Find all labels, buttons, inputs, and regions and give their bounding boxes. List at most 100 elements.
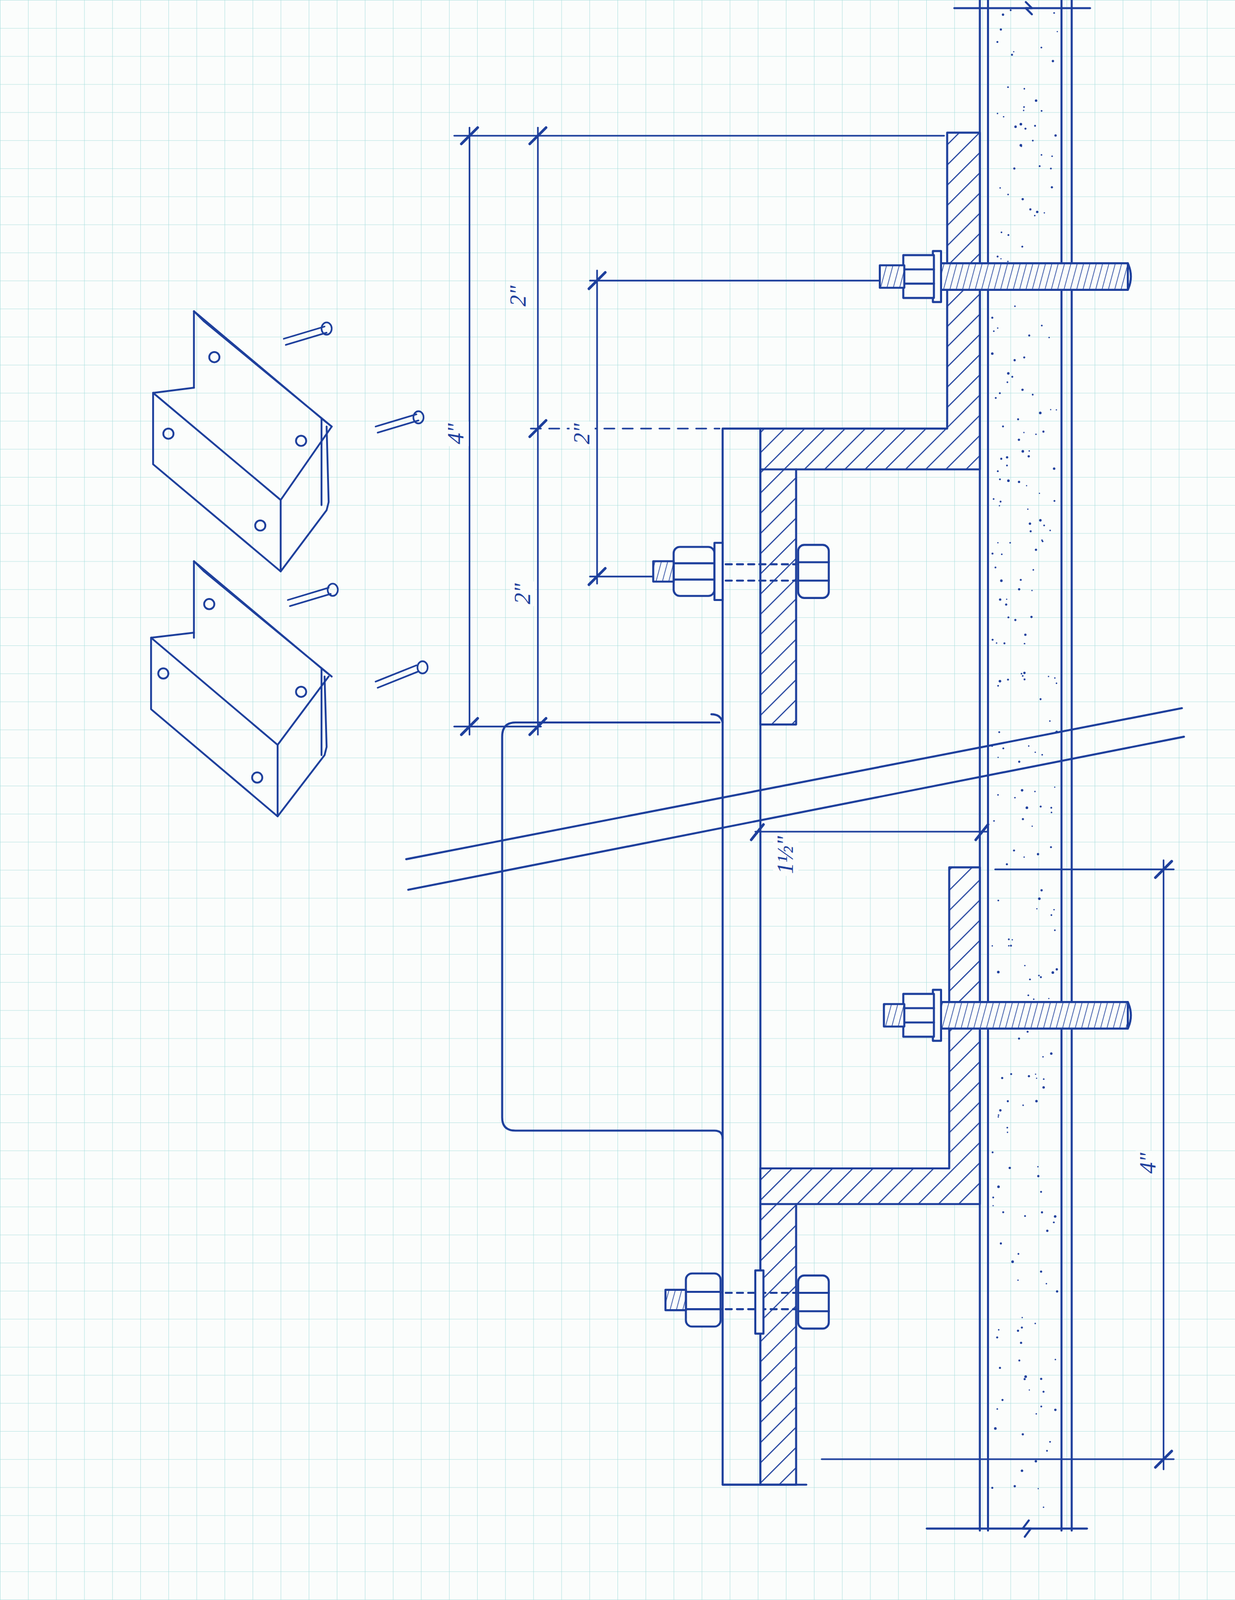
- concrete-stipple: [1024, 965, 1026, 967]
- concrete-stipple: [1046, 1450, 1049, 1453]
- concrete-stipple: [1056, 31, 1059, 33]
- concrete-stipple: [1021, 245, 1024, 248]
- concrete-stipple: [1055, 682, 1058, 685]
- concrete-stipple: [990, 352, 994, 355]
- concrete-stipple: [1008, 945, 1010, 947]
- concrete-stipple: [1017, 481, 1021, 484]
- concrete-stipple: [1050, 409, 1052, 411]
- concrete-stipple: [996, 1336, 999, 1339]
- concrete-stipple: [1002, 747, 1005, 750]
- concrete-stipple: [1013, 167, 1016, 170]
- z-bracket: [760, 132, 980, 725]
- concrete-stipple: [1053, 499, 1056, 502]
- concrete-stipple: [991, 1152, 994, 1154]
- concrete-stipple: [997, 757, 999, 759]
- concrete-stipple: [1055, 968, 1059, 972]
- concrete-stipple: [1024, 1375, 1028, 1379]
- concrete-stipple: [1034, 548, 1038, 552]
- concrete-stipple: [1055, 409, 1058, 412]
- concrete-stipple: [1053, 909, 1055, 911]
- concrete-stipple: [1018, 1359, 1021, 1362]
- concrete-stipple: [1011, 1260, 1014, 1264]
- concrete-stipple: [996, 255, 999, 258]
- concrete-stipple: [1007, 616, 1010, 619]
- concrete-stipple: [1032, 998, 1035, 1001]
- concrete-stipple: [994, 397, 997, 400]
- concrete-stipple: [1049, 846, 1052, 849]
- concrete-stipple: [1042, 1391, 1045, 1394]
- concrete-stipple: [1027, 994, 1030, 997]
- concrete-stipple: [1038, 411, 1042, 415]
- concrete-stipple: [1050, 914, 1053, 917]
- concrete-stipple: [1036, 853, 1040, 856]
- concrete-stipple: [1051, 971, 1055, 975]
- concrete-stipple: [991, 552, 994, 555]
- concrete-stipple: [1013, 359, 1017, 362]
- concrete-stipple: [1014, 125, 1017, 128]
- concrete-stipple: [1042, 1056, 1044, 1059]
- concrete-stipple: [1037, 975, 1040, 977]
- concrete-stipple: [1037, 897, 1041, 901]
- concrete-stipple: [1014, 305, 1016, 307]
- concrete-stipple: [1043, 524, 1046, 527]
- concrete-stipple: [1040, 1211, 1043, 1214]
- concrete-stipple: [996, 112, 999, 115]
- concrete-stipple: [1021, 198, 1025, 201]
- concrete-stipple: [1029, 978, 1031, 981]
- concrete-stipple: [996, 971, 1000, 974]
- concrete-stipple: [1056, 1290, 1059, 1294]
- concrete-stipple: [1009, 541, 1011, 544]
- concrete-stipple: [1046, 1230, 1049, 1233]
- concrete-stipple: [1038, 519, 1042, 522]
- concrete-stipple: [1006, 1127, 1008, 1129]
- concrete-stipple: [997, 1329, 1000, 1331]
- concrete-stipple: [998, 1367, 1001, 1370]
- concrete-stipple: [1001, 1399, 1004, 1402]
- concrete-stipple: [1001, 425, 1004, 428]
- concrete-stipple: [1023, 106, 1026, 109]
- concrete-stipple: [1023, 87, 1026, 90]
- concrete-stipple: [1028, 745, 1030, 747]
- concrete-stipple: [1049, 1441, 1052, 1444]
- concrete-stipple: [991, 316, 994, 319]
- concrete-stipple: [1050, 186, 1054, 189]
- concrete-stipple: [1039, 698, 1042, 701]
- screw: [283, 322, 428, 689]
- concrete-stipple: [997, 1186, 1000, 1189]
- concrete-stipple: [1023, 1378, 1026, 1381]
- concrete-stipple: [1033, 124, 1036, 127]
- concrete-stipple: [1021, 1326, 1024, 1329]
- through-bolt: [665, 1271, 829, 1335]
- concrete-stipple: [1031, 589, 1033, 592]
- concrete-stipple: [997, 685, 1000, 688]
- concrete-stipple: [998, 731, 1001, 734]
- concrete-stipple: [1039, 1271, 1043, 1274]
- concrete-stipple: [1034, 1073, 1037, 1076]
- concrete-stipple: [1032, 569, 1034, 571]
- concrete-stipple: [1000, 1077, 1004, 1080]
- concrete-stipple: [1029, 208, 1032, 211]
- concrete-stipple: [999, 187, 1001, 189]
- concrete-stipple: [1018, 760, 1021, 764]
- concrete-stipple: [1034, 751, 1036, 754]
- concrete-stipple: [1023, 432, 1025, 434]
- concrete-stipple: [998, 505, 1001, 507]
- concrete-stipple: [1000, 258, 1002, 260]
- concrete-stipple: [1042, 1078, 1045, 1081]
- concrete-stipple: [999, 1242, 1002, 1245]
- concrete-stipple: [1017, 1253, 1020, 1256]
- concrete-stipple: [1031, 825, 1033, 828]
- concrete-stipple: [997, 1114, 1000, 1116]
- concrete-stipple: [1037, 1175, 1040, 1178]
- concrete-stipple: [1013, 1485, 1017, 1488]
- concrete-stipple: [1042, 430, 1045, 433]
- concrete-stipple: [1048, 336, 1050, 339]
- concrete-stipple: [1023, 109, 1025, 112]
- concrete-stipple: [1007, 479, 1010, 483]
- concrete-stipple: [1053, 1215, 1057, 1219]
- isometric-bracket: [151, 561, 332, 817]
- isometric-bracket: [153, 311, 332, 572]
- concrete-stipple: [1034, 1322, 1036, 1325]
- concrete-stipple: [1008, 1167, 1012, 1170]
- concrete-stipple: [1023, 856, 1026, 859]
